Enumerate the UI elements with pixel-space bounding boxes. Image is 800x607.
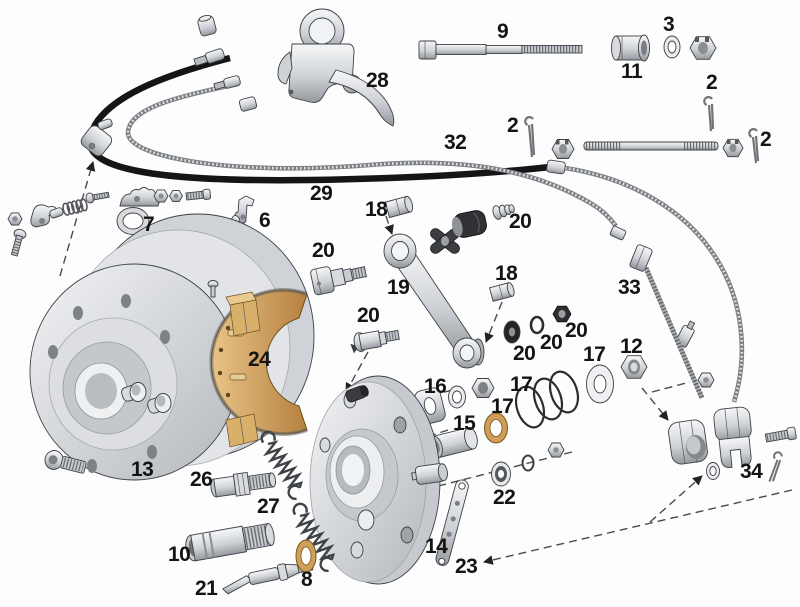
cotter-pin-right [748,128,760,164]
castle-nut-rod-right [722,138,744,158]
rear-brake-cable [125,81,618,228]
shoe-stud-20 [350,329,400,354]
grommet-washer-20 [503,320,521,344]
lining-block-top [225,291,261,337]
return-spring-upper [260,430,304,500]
front-brake-cable-housing [86,54,551,184]
hex-nut-12 [620,355,648,379]
hex-pivot-stud-20 [310,266,368,296]
hex-sleeve [668,419,708,465]
hose-clamp [116,187,160,235]
adjuster-nut [697,372,715,388]
adjuster-barrel-26 [210,471,277,498]
cable-end-ferrules [193,14,696,348]
return-spring-lower [292,502,336,572]
backing-plate [309,375,448,585]
plate-stud-dark [345,385,369,403]
small-spring [62,198,88,216]
hub-studs [121,382,172,414]
flat-washer-3 [663,35,681,59]
axle-stub [411,463,448,485]
lock-nut-20 [552,305,572,323]
brake-drum [29,213,315,481]
shoe-screw [207,280,219,298]
pivot-bolt [418,40,583,60]
pivot-sleeve [611,34,650,62]
o-ring-20 [529,315,545,335]
ribbed-stud-20 [492,204,515,220]
small-washer-16 [448,385,466,409]
clevis-fork [713,406,752,468]
flat-washer-17 [586,364,614,404]
castle-nut-rod-left [551,139,575,159]
anchor-strap-23 [435,479,469,566]
brass-washer-8 [295,539,317,573]
brake-lever-arm [383,233,485,369]
threaded-barrel-10 [185,523,275,562]
drum-mount-bolt [44,450,87,474]
adjuster-screw-33 [629,244,705,399]
clamp-hardware-cluster [7,187,212,257]
cotter-pin-top [703,96,715,132]
braided-inner-cable [564,165,745,403]
hex-nut-16 [471,378,495,398]
clevis-pin-bolt [764,426,797,443]
brake-rod [583,141,719,151]
clevis-cotter-pin [768,451,783,482]
rubber-boot [451,210,487,238]
clevis-assembly-34 [668,406,797,482]
washer-cluster-22 [491,442,565,487]
retainer-spring-rings-17 [514,370,580,429]
cable-elbow-clamp [80,118,113,157]
cotter-pin-mid [524,116,536,158]
castle-nut-top [689,36,717,60]
brass-washer-17 [484,412,508,444]
lining-block-bottom [225,413,259,448]
bushing-18-lower [488,282,515,302]
bushing-18-upper [384,195,414,219]
hand-lever-assembly [277,8,395,127]
